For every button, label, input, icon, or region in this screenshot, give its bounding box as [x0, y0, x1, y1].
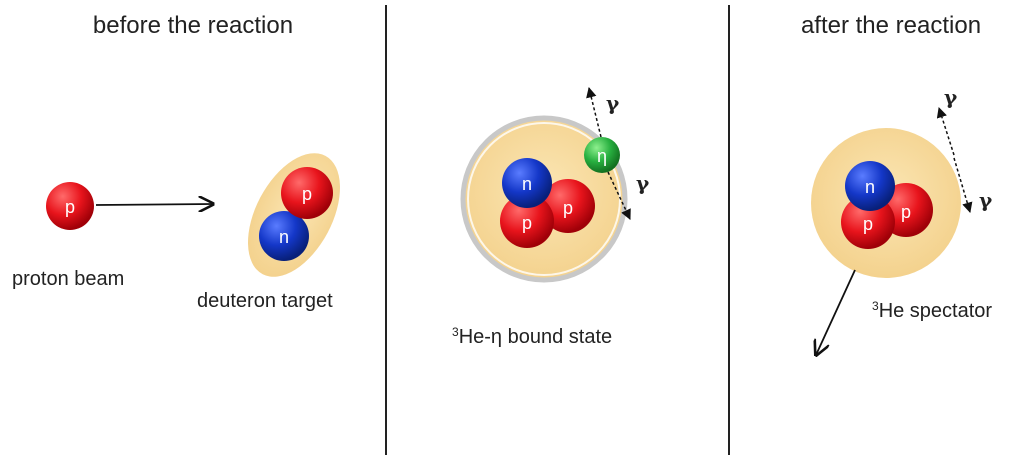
target-label: deuteron target: [197, 290, 333, 312]
panel-after: after the reaction p p n γ γ 3He spectat…: [801, 12, 993, 355]
beam-arrow: [95, 204, 213, 205]
gamma-ray-lower: [953, 157, 973, 214]
spectator-arrow: [816, 269, 856, 355]
proton-particle: [541, 179, 595, 233]
neutron-particle: [845, 161, 895, 211]
spectator-label: 3He spectator: [872, 299, 992, 322]
proton-label: p: [522, 213, 532, 233]
proton-particle: [46, 182, 94, 230]
panel-before: before the reaction p proton beam n p de…: [12, 12, 340, 312]
proton-label: p: [901, 202, 911, 222]
panel-bound: p p n η γ γ 3He-η bound state: [452, 86, 650, 348]
proton-particle: [841, 195, 895, 249]
gamma-ray-upper: [936, 106, 955, 156]
gamma-label-lower: γ: [636, 171, 650, 195]
gamma-label-lower: γ: [979, 188, 993, 212]
neutron-label: n: [279, 227, 289, 247]
beam-proton: p: [46, 182, 94, 230]
neutron-label: n: [865, 177, 875, 197]
gamma-label-upper: γ: [606, 91, 620, 115]
proton-label: p: [65, 197, 75, 217]
neutron-label: n: [522, 174, 532, 194]
proton-label: p: [563, 198, 573, 218]
gamma-label-upper: γ: [944, 85, 958, 109]
gamma-ray-upper: [586, 86, 602, 138]
deuteron-target: n p: [248, 153, 340, 277]
eta-particle: [584, 137, 620, 173]
bound-shell: [460, 115, 628, 283]
panel-before-title: before the reaction: [93, 12, 293, 39]
proton-particle: [281, 167, 333, 219]
neutron-particle: [502, 158, 552, 208]
proton-particle: [500, 194, 554, 248]
panel-after-title: after the reaction: [801, 12, 981, 39]
bound-state-label: 3He-η bound state: [452, 325, 612, 348]
beam-label: proton beam: [12, 268, 124, 290]
proton-label: p: [863, 214, 873, 234]
eta-label: η: [597, 146, 607, 166]
proton-label: p: [302, 184, 312, 204]
neutron-particle: [259, 211, 309, 261]
